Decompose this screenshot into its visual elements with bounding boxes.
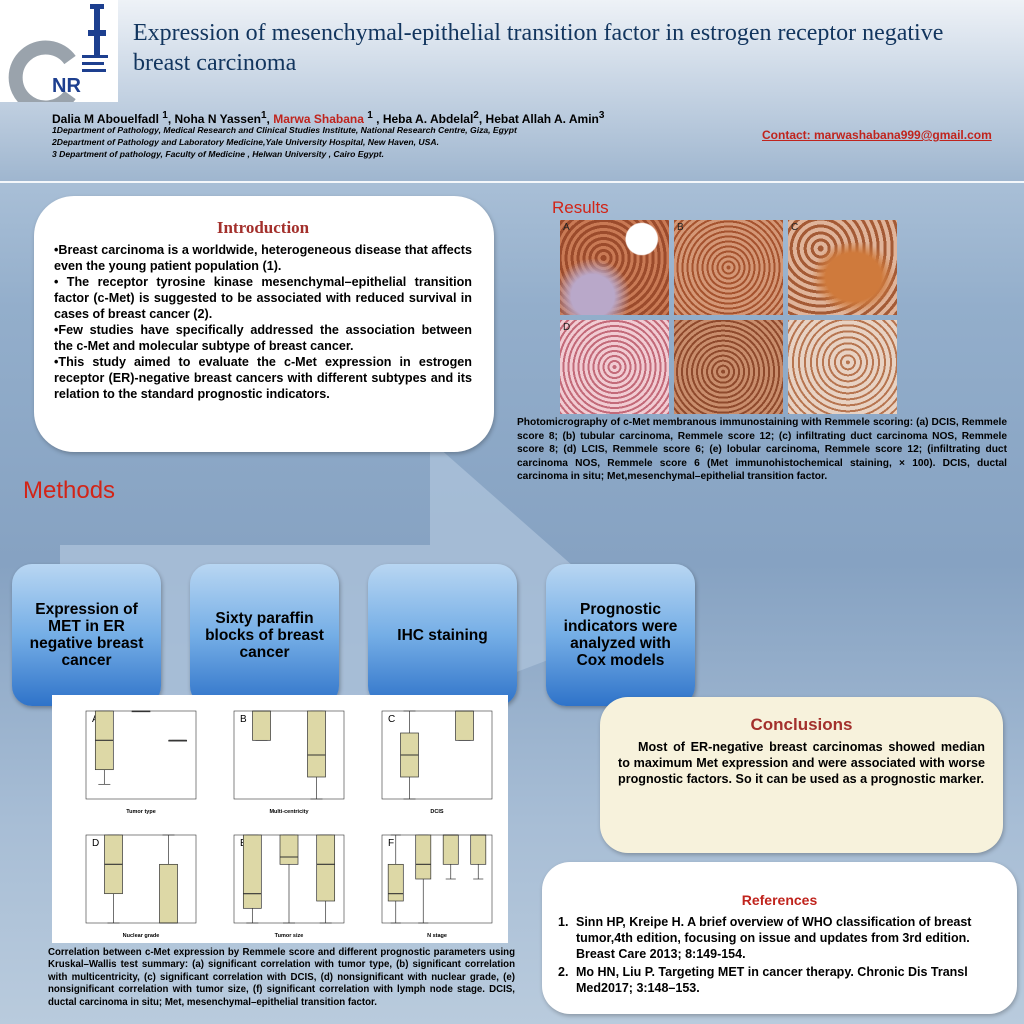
- panel-letter: D: [92, 838, 99, 849]
- author-name: Hebat Allah A. Amin: [485, 112, 599, 126]
- box: [442, 834, 459, 865]
- introduction-heading: Introduction: [216, 218, 310, 237]
- panel-letter: C: [388, 714, 395, 725]
- author-name: Heba A. Abdelal: [382, 112, 474, 126]
- boxplot-a: ATumor type: [85, 710, 197, 815]
- box: [279, 834, 299, 865]
- reference-item: 2.Mo HN, Liu P. Targeting MET in cancer …: [558, 965, 968, 995]
- author-list: Dalia M Abouelfadl 1, Noha N Yassen1, Ma…: [52, 110, 605, 126]
- method-step-3: IHC staining: [368, 564, 517, 706]
- list-item: •Few studies have specifically addressed…: [54, 323, 472, 353]
- method-step-1: Expression of MET in ER negative breast …: [12, 564, 161, 706]
- x-axis-label: DCIS: [430, 809, 443, 815]
- plot-frame: [233, 710, 345, 800]
- reference-item: 1.Sinn HP, Kreipe H. A brief overview of…: [558, 915, 972, 961]
- references-list: 1.Sinn HP, Kreipe H. A brief overview of…: [556, 914, 1003, 996]
- boxplot-caption: Correlation between c-Met expression by …: [48, 947, 515, 1008]
- author-name-highlighted: Marwa Shabana: [273, 112, 364, 126]
- affiliation: 3 Department of pathology, Faculty of Me…: [52, 149, 385, 159]
- boxplot-e: ETumor size: [233, 834, 345, 939]
- box: [242, 834, 262, 909]
- x-axis-label: Tumor type: [126, 809, 156, 815]
- method-step-4: Prognostic indicators were analyzed with…: [546, 564, 695, 706]
- box: [415, 834, 432, 880]
- box: [159, 863, 178, 924]
- micrograph-f: [788, 319, 897, 414]
- micrograph-caption: Photomicrography of c-Met membranous imm…: [517, 417, 1007, 482]
- list-item: •This study aimed to evaluate the c-Met …: [54, 355, 472, 401]
- author-name: Dalia M Abouelfadl: [52, 112, 159, 126]
- micrograph-grid: A B C D: [560, 220, 897, 414]
- methods-heading: Methods: [23, 477, 116, 504]
- contact-link[interactable]: Contact: marwashabana999@gmail.com: [762, 128, 992, 142]
- boxplot-b: B Multi-centricity: [233, 710, 345, 815]
- introduction-list: •Breast carcinoma is a worldwide, hetero…: [54, 242, 472, 402]
- references-heading: References: [741, 892, 818, 908]
- nrc-logo: NR: [0, 0, 118, 115]
- box: [307, 710, 326, 778]
- plot-frame: [381, 834, 493, 924]
- results-heading: Results: [552, 198, 609, 217]
- boxplot-d: D Nuclear grade: [85, 834, 197, 939]
- references-card: References 1.Sinn HP, Kreipe H. A brief …: [542, 862, 1017, 1014]
- method-step-2: Sixty paraffin blocks of breast cancer: [190, 564, 339, 706]
- plot-frame: [381, 710, 493, 800]
- list-item: • The receptor tyrosine kinase mesenchym…: [54, 275, 472, 321]
- micrograph-d: D: [560, 319, 669, 414]
- box: [387, 863, 404, 902]
- box: [316, 834, 336, 902]
- boxplot-figure: ATumor type B Multi-centricity C DCIS D Nuc…: [52, 695, 508, 943]
- micrograph-a: A: [560, 220, 669, 315]
- micrograph-b: B: [674, 220, 783, 315]
- x-axis-label: Tumor size: [275, 933, 304, 939]
- x-axis-label: N stage: [427, 933, 447, 939]
- introduction-card: Introduction •Breast carcinoma is a worl…: [34, 196, 494, 452]
- box: [470, 834, 487, 865]
- author-name: Noha N Yassen: [174, 112, 261, 126]
- micrograph-c: C: [788, 220, 897, 315]
- box: [455, 710, 474, 741]
- affiliation: 2Department of Pathology and Laboratory …: [52, 137, 439, 147]
- conclusions-heading: Conclusions: [750, 715, 853, 734]
- boxplot-f: F N stage: [381, 834, 493, 939]
- conclusions-card: Conclusions Most of ER-negative breast c…: [600, 697, 1003, 853]
- poster-title: Expression of mesenchymal-epithelial tra…: [133, 20, 944, 76]
- conclusions-text: Most of ER-negative breast carcinomas sh…: [618, 740, 985, 786]
- box: [252, 710, 271, 741]
- panel-letter: F: [388, 838, 394, 849]
- header-band: [0, 0, 1024, 183]
- x-axis-label: Multi-centricity: [269, 809, 309, 815]
- panel-letter: B: [240, 714, 247, 725]
- micrograph-e: [674, 319, 783, 414]
- boxplot-c: C DCIS: [381, 710, 493, 815]
- list-item: •Breast carcinoma is a worldwide, hetero…: [54, 243, 472, 273]
- plot-frame: [85, 834, 197, 924]
- svg-text:NR: NR: [52, 75, 81, 97]
- affiliation: 1Department of Pathology, Medical Resear…: [52, 125, 517, 135]
- x-axis-label: Nuclear grade: [123, 933, 160, 939]
